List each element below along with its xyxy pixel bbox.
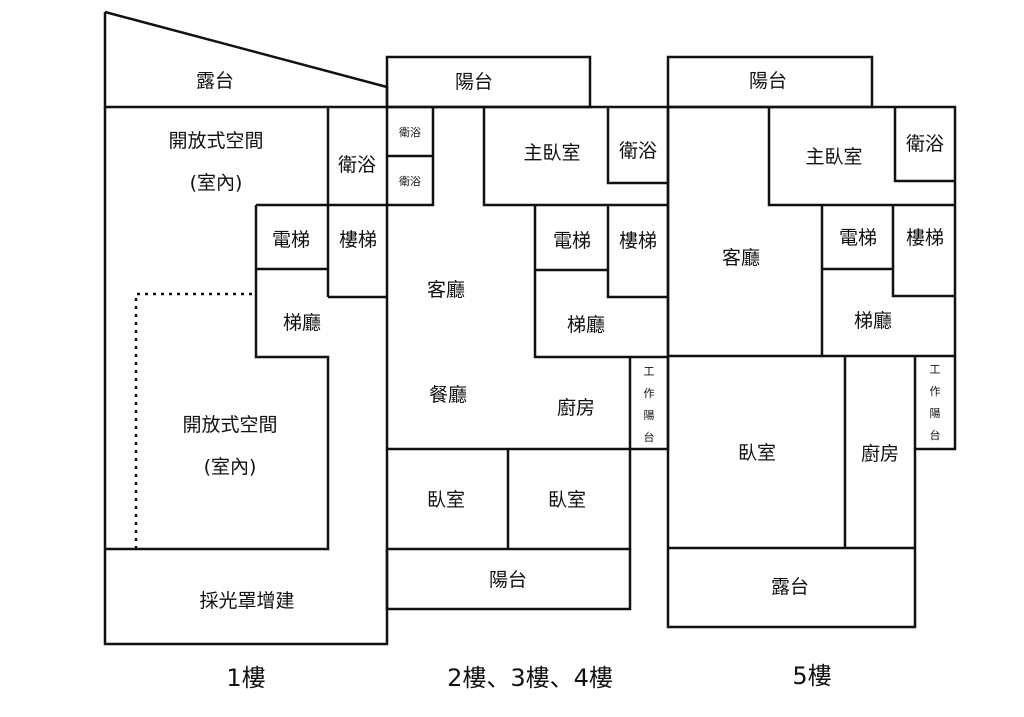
floor-2-4-bedroom-2-label: 臥室: [548, 489, 586, 511]
floor-1-elevator-label: 電梯: [272, 229, 310, 251]
floor-2-4-balcony-bottom-wall: [385, 549, 632, 611]
floor-2-4-stair-hall-label: 梯廳: [567, 314, 605, 336]
floor-5-work-balcony-char-1: 工: [930, 363, 941, 376]
floor-2-4-work-balcony-char-3: 陽: [644, 409, 655, 422]
floor-5-title: 5樓: [792, 662, 831, 690]
floor-2-4-master-bath-wall: [606, 107, 668, 185]
floor-2-4-balcony-top-label: 陽台: [455, 71, 493, 93]
floor-2-4-small-bath-2-label: 衛浴: [399, 175, 421, 188]
floor-5-master-bedroom-label: 主臥室: [805, 146, 862, 168]
floor-5-bedroom-label: 臥室: [738, 442, 776, 464]
floor-5-stairs-label: 樓梯: [906, 227, 944, 249]
floor-1-open-space-top-label-1: 開放式空間: [168, 130, 263, 152]
floor-1-bathroom-label: 衛浴: [338, 154, 376, 176]
floor-2-4-elevator-label: 電梯: [553, 230, 591, 252]
floor-5-living-room-label: 客廳: [722, 247, 760, 269]
floor-1-terrace-label: 露台: [196, 70, 234, 92]
floor-2-4-stairs-wall: [606, 205, 668, 299]
floor-5-stair-hall-wall: [668, 205, 824, 358]
floor-2-4-living-room-label: 客廳: [427, 279, 465, 301]
floor-1-open-space-bottom-label-1: 開放式空間: [182, 414, 277, 436]
floor-5-stairs-wall: [891, 205, 955, 298]
floor-2-4-work-balcony-char-1: 工: [644, 365, 655, 378]
floor-5-stair-hall-label: 梯廳: [854, 310, 892, 332]
floor-1-outer-wall: [103, 107, 389, 646]
floor-1-elevator-wall: [105, 205, 330, 551]
floor-2-4-bedroom-1-label: 臥室: [427, 489, 465, 511]
floor-2-4-stairs-label: 樓梯: [619, 230, 657, 252]
floor-2-4-dining-room-label: 餐廳: [429, 384, 467, 406]
floor-1-title: 1樓: [226, 664, 265, 692]
floor-2-4-balcony-bottom-label: 陽台: [489, 569, 527, 591]
floor-5-kitchen-label: 廚房: [861, 442, 899, 465]
floor-5-work-balcony-char-3: 陽: [930, 407, 941, 420]
floor-1-stair-hall-label: 梯廳: [283, 312, 321, 334]
floor-2-4-kitchen-label: 廚房: [557, 396, 595, 419]
floor-2-4-plan: 陽台 衛浴 衛浴 主臥室 衛浴 客廳 電梯 樓梯 梯廳 餐廳 廚房 工 作 陽 …: [385, 55, 670, 692]
floor-5-terrace-label: 露台: [771, 576, 809, 598]
floor-2-4-small-bath-wall: [387, 107, 435, 207]
floor-5-bathroom-wall: [893, 107, 955, 183]
floor-1-plan: 露台 開放式空間 (室內) 衛浴 電梯 樓梯 梯廳 開放式空間 (室內) 採光罩…: [103, 10, 389, 692]
floor-2-4-master-bath-label: 衛浴: [619, 140, 657, 162]
floor-5-balcony-top-label: 陽台: [749, 70, 787, 92]
floor-2-4-small-bath-1-label: 衛浴: [399, 126, 421, 139]
floor-1-skylight-extension-label: 採光罩增建: [199, 590, 294, 612]
floor-5-work-balcony-char-2: 作: [930, 385, 941, 398]
floor-2-4-stair-hall-wall: [533, 205, 668, 359]
floor-1-terrace-wall: [103, 10, 389, 109]
floor-1-open-space-top-label-2: (室內): [190, 172, 243, 194]
floor-2-4-title: 2樓、3樓、4樓: [447, 664, 613, 692]
floor-5-bathroom-label: 衛浴: [906, 133, 944, 155]
floor-5-elevator-label: 電梯: [839, 227, 877, 249]
floor-5-work-balcony-char-4: 台: [930, 428, 941, 442]
floor-2-4-outer-wall: [387, 105, 670, 551]
floor-2-4-work-balcony-char-2: 作: [644, 387, 655, 400]
floor-2-4-work-balcony-char-4: 台: [644, 430, 655, 444]
floor-1-stairs-label: 樓梯: [339, 229, 377, 251]
floor-2-4-master-bedroom-wall: [482, 107, 668, 207]
floor-2-4-master-bedroom-label: 主臥室: [523, 142, 580, 164]
floor-5-plan: 陽台 主臥室 衛浴 客廳 電梯 樓梯 梯廳 臥室 廚房 工 作 陽 台 露台 5…: [666, 55, 957, 690]
floor-1-open-space-bottom-label-2: (室內): [204, 456, 257, 478]
